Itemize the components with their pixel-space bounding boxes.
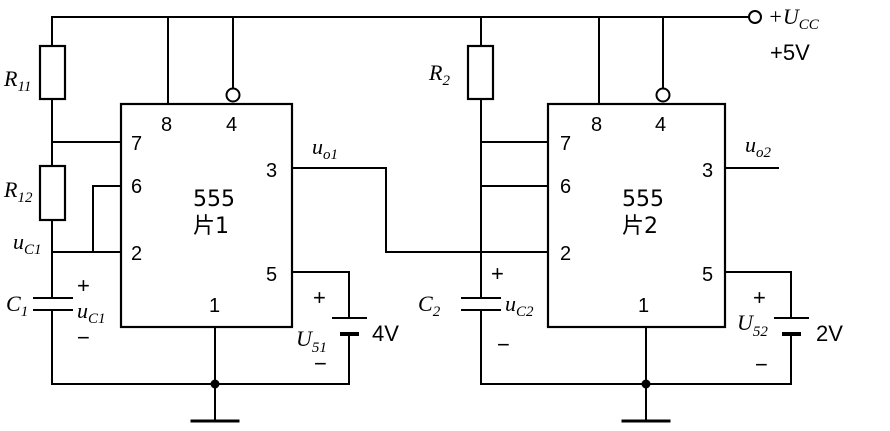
label-c2: C2 — [418, 291, 441, 320]
chip2-pin7: 7 — [560, 133, 571, 155]
supply-rail — [51, 10, 762, 24]
chip2-pin6: 6 — [560, 176, 571, 198]
chip2-pin4: 4 — [655, 114, 666, 136]
u51-minus: − — [314, 351, 327, 376]
c1-plus: + — [77, 273, 90, 298]
u52-minus: − — [755, 352, 768, 377]
chip2-pin5: 5 — [702, 264, 713, 286]
resistor-r11 — [38, 44, 67, 101]
chip1-type: 555 — [193, 187, 235, 212]
label-uo2: uo2 — [745, 132, 772, 161]
chip1-pin4-inversion-bubble — [225, 87, 241, 103]
label-u51: U51 — [296, 326, 327, 356]
chip2-ground-junction — [641, 379, 651, 389]
supply-terminal — [748, 10, 762, 24]
chip2-pin3: 3 — [702, 160, 713, 182]
chip1-pin4: 4 — [226, 114, 237, 136]
supply-voltage: +5V — [770, 40, 810, 65]
label-uo1: uo1 — [312, 134, 338, 163]
chip2-type: 555 — [622, 187, 664, 212]
chip2-pin8: 8 — [591, 114, 602, 136]
uo1-link — [291, 167, 549, 253]
resistor-r12 — [38, 164, 67, 222]
u51-value: 4V — [372, 321, 399, 346]
chip1-wiring — [33, 16, 367, 423]
label-r2: R2 — [428, 60, 450, 89]
chip1-pin3: 3 — [266, 160, 277, 182]
chip1-555-box — [119, 102, 294, 329]
label-r11: R11 — [3, 66, 31, 95]
chip1-pin5: 5 — [266, 264, 277, 286]
label-uc2-cap: uC2 — [505, 291, 534, 320]
u52-plus: + — [753, 285, 766, 310]
chip2-pin4-inversion-bubble — [655, 87, 671, 103]
supply-label: +UCC — [768, 4, 820, 33]
label-r12: R12 — [3, 177, 33, 206]
c2-plus: + — [491, 261, 504, 286]
chip2-name: 片2 — [622, 214, 658, 239]
chip2-pin1: 1 — [638, 295, 649, 317]
label-c1: C1 — [6, 291, 28, 320]
c2-minus: − — [497, 332, 510, 357]
chip2-555-box — [546, 102, 727, 329]
resistor-r2 — [466, 44, 495, 101]
u51-plus: + — [313, 285, 326, 310]
label-uc1-cap: uC1 — [77, 298, 106, 327]
u52-value: 2V — [816, 321, 843, 346]
chip2-wiring — [461, 16, 809, 423]
chip1-pin6: 6 — [131, 176, 142, 198]
c1-minus: − — [77, 325, 90, 350]
chip1-pin1: 1 — [209, 295, 220, 317]
chip1-name: 片1 — [193, 214, 229, 239]
chip2-pin2: 2 — [560, 243, 571, 265]
chip1-pin8: 8 — [161, 114, 172, 136]
chip1-ground-junction — [210, 379, 220, 389]
label-uc1-node: uC1 — [13, 229, 42, 258]
chip1-pin2: 2 — [131, 243, 142, 265]
label-u52: U52 — [737, 310, 768, 340]
chip1-pin7: 7 — [131, 133, 142, 155]
